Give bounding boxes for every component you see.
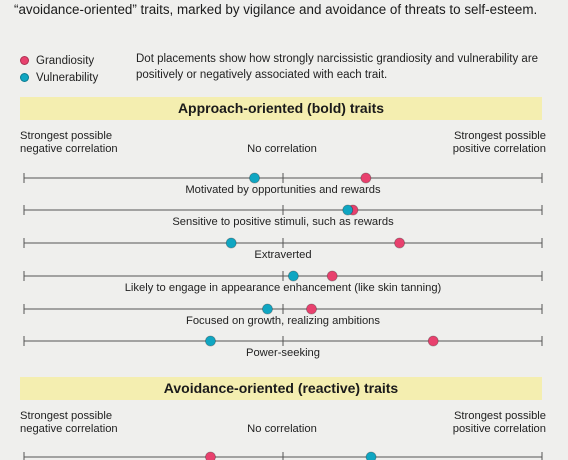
trait-row: Focused on growth, realizing ambitions [23,303,543,327]
vulnerability-point [205,335,216,347]
section-title-approach: Approach-oriented (bold) traits [20,97,542,120]
vulnerability-point [249,172,260,184]
grandiosity-point [427,335,439,347]
vulnerability-dot-icon [20,73,29,82]
trait-row: Motivated by opportunities and rewards [23,172,543,196]
trait-label: Focused on growth, realizing ambitions [186,315,380,327]
vulnerability-point [287,270,299,282]
trait-label: Extraverted [254,249,311,261]
legend-label-vulnerability: Vulnerability [36,71,99,84]
intro-text: “avoidance-oriented” traits, marked by v… [14,2,538,17]
grandiosity-point [360,172,372,184]
legend-label-grandiosity: Grandiosity [36,54,95,67]
legend-item-vulnerability: Vulnerability [20,69,98,86]
trait-row: Power-seeking [23,335,543,359]
trait-label: Motivated by opportunities and rewards [185,184,381,196]
scale-label-negative: Strongest possible negative correlation [20,130,118,155]
trait-label: Likely to engage in appearance enhanceme… [125,282,442,294]
section-title-avoidance: Avoidance-oriented (reactive) traits [20,377,542,400]
trait-row: Likely to engage in appearance enhanceme… [23,270,543,294]
legend: Grandiosity Vulnerability [20,52,98,86]
trait-row: Sensitive to positive stimuli, such as r… [23,204,543,228]
trait-label: Power-seeking [246,347,320,359]
trait-row: Extraverted [23,237,543,261]
grandiosity-point [306,303,317,315]
vulnerability-point [225,237,237,249]
trait-row [23,451,543,460]
grandiosity-point [205,451,216,460]
vulnerability-point [365,451,377,460]
scale-label-none-2: No correlation [247,423,317,435]
grandiosity-point [326,270,338,282]
vulnerability-point [342,204,354,216]
grandiosity-dot-icon [20,56,29,65]
grandiosity-point [394,237,405,249]
legend-note: Dot placements show how strongly narciss… [136,53,539,81]
trait-label: Sensitive to positive stimuli, such as r… [172,216,394,228]
vulnerability-point [262,303,273,315]
legend-item-grandiosity: Grandiosity [20,52,98,69]
scale-label-positive: Strongest possible positive correlation [452,130,546,155]
scale-label-positive-2: Strongest possible positive correlation [452,410,546,435]
scale-label-none: No correlation [247,143,317,155]
scale-label-negative-2: Strongest possible negative correlation [20,410,118,435]
